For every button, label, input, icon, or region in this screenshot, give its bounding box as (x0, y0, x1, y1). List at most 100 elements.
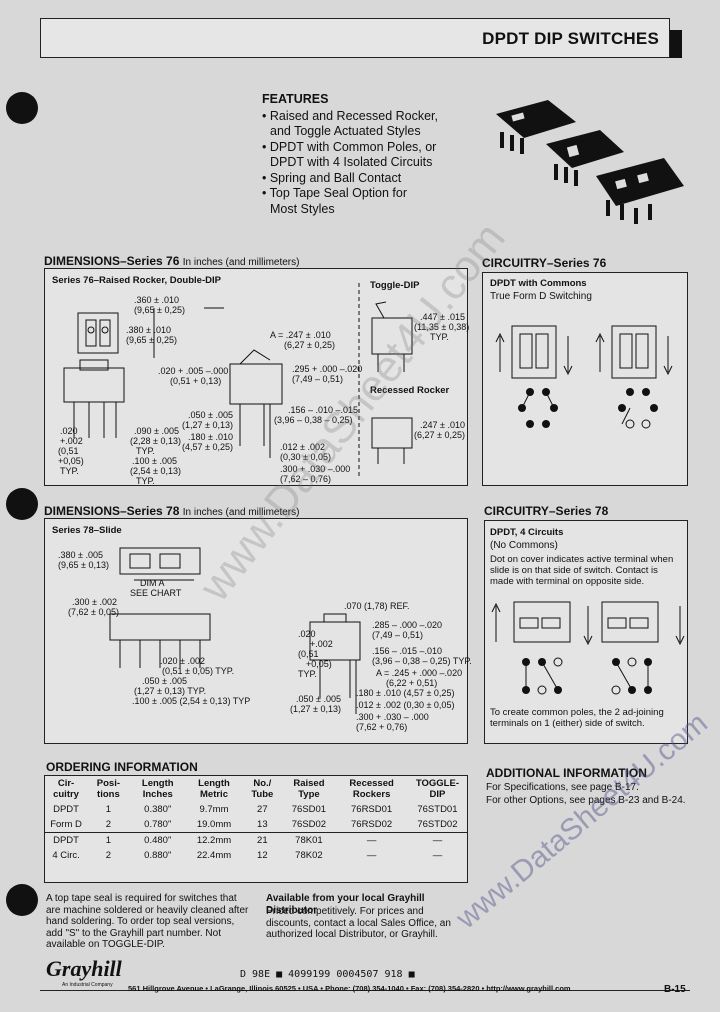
table-cell: DPDT (53, 835, 79, 846)
circ78-diagram (491, 601, 685, 695)
grayhill-logo: Grayhill (46, 956, 122, 981)
dim76-title-text: DIMENSIONS–Series 76 (44, 254, 180, 268)
feature-item: • Raised and Recessed Rocker, (262, 108, 438, 123)
dim-label: .285 – .000 –.020 (372, 620, 443, 630)
table-cell: 0.780" (144, 819, 172, 830)
table-cell: Form D (50, 819, 82, 830)
circ76-line1: DPDT with Commons (490, 278, 587, 289)
table-header-cell: TOGGLE-DIP (415, 778, 459, 800)
dim-label: (11,35 ± 0,38) (414, 322, 470, 332)
dim-label: .020 ± .002 (160, 656, 205, 666)
features-block: FEATURES • Raised and Recessed Rocker, a… (262, 92, 438, 217)
dim-label: .020 + .005 –.000 (158, 366, 229, 376)
dim-label: .020 (60, 426, 78, 436)
dim-label: (0,51 (58, 446, 79, 456)
dim-label: .156 – .015 –.010 (372, 646, 443, 656)
table-cell: 12 (257, 850, 268, 861)
feature-item: DPDT with 4 Isolated Circuits (270, 155, 433, 169)
dim78-title-text: DIMENSIONS–Series 78 (44, 504, 180, 518)
table-cell: 76STD01 (417, 804, 458, 815)
table-cell: — (432, 835, 443, 846)
dim-label: TYP. (136, 446, 155, 456)
table-header-cell: Cir-cuitry (53, 778, 79, 800)
dim-label: .070 (1,78) REF. (344, 601, 410, 611)
dim-label: .300 + .030 – .000 (356, 712, 429, 722)
feature-item: • Top Tape Seal Option for (262, 186, 407, 200)
table-header-cell: Recessed Rockers (349, 778, 394, 800)
table-header-row: Cir-cuitry Posi-tions Length Inches Leng… (45, 776, 467, 802)
dim-label: TYP. (430, 332, 449, 342)
table-cell: 19.0mm (196, 819, 232, 830)
table-cell: 12.2mm (196, 835, 232, 846)
dim-label: (7,49 – 0,51) (292, 374, 344, 384)
circ76-line2: True Form D Switching (490, 291, 592, 302)
table-cell: 13 (257, 819, 268, 830)
dim76-box (44, 268, 468, 486)
dim76-drawing (63, 283, 413, 478)
dim78-units: In inches (and millimeters) (182, 507, 300, 518)
dim-label: (2,28 ± 0,13) (130, 436, 181, 446)
product-photo (488, 92, 688, 242)
additional-line1: For Specifications, see page B-17. (486, 782, 639, 793)
circ78-note: To create common poles, the 2 ad-joining… (490, 707, 664, 729)
table-cell: 76RSD01 (351, 804, 393, 815)
dim-label: (6,22 + 0,51) (386, 678, 438, 688)
ordering-title: ORDERING INFORMATION (46, 760, 198, 774)
table-cell: 2 (105, 819, 112, 830)
footer-address: 561 Hillgrove Avenue • LaGrange, Illinoi… (128, 984, 571, 993)
dim-label: .380 ± .005 (58, 550, 103, 560)
circ78-title: CIRCUITRY–Series 78 (484, 504, 609, 518)
circ78-line1: DPDT, 4 Circuits (490, 527, 564, 538)
dim-label: (0,51 (298, 649, 319, 659)
dim-label: .295 + .000 –.020 (292, 364, 363, 374)
dim-label: (9,65 ± 0,25) (126, 335, 177, 345)
ordering-table: Cir-cuitry Posi-tions Length Inches Leng… (45, 776, 467, 863)
section-dot (6, 92, 38, 124)
dim-label: .180 ± .010 (188, 432, 233, 442)
page-title: DPDT DIP SWITCHES (482, 29, 659, 48)
recessed-rocker-label: Recessed Rocker (370, 385, 450, 396)
table-row: Form D 2 0.780" 19.0mm 13 76SD02 76RSD02… (45, 817, 467, 833)
table-cell: — (366, 850, 377, 861)
dim-label: (1,27 ± 0,13) (290, 704, 341, 714)
circ76-title: CIRCUITRY–Series 76 (482, 256, 607, 270)
grayhill-logo-sub: An Industrial Company (62, 982, 113, 988)
dim-label: .360 ± .010 (134, 295, 179, 305)
dim-label: .247 ± .010 (420, 420, 465, 430)
circ78-box (484, 520, 688, 744)
dim-label: .050 ± .005 (296, 694, 341, 704)
header-accent (670, 30, 682, 58)
table-header-cell: Length Inches (141, 778, 174, 800)
dim-label: (0,30 ± 0,05) (280, 452, 331, 462)
table-header-cell: No./ Tube (251, 778, 274, 800)
features-heading: FEATURES (262, 92, 329, 106)
additional-title: ADDITIONAL INFORMATION (486, 766, 647, 780)
dim76-subtitle: Series 76–Raised Rocker, Double-DIP (52, 275, 221, 286)
table-cell: 4 Circ. (52, 850, 80, 861)
dim-label: .447 ± .015 (420, 312, 465, 322)
dim-label: (0,51 ± 0,05) TYP. (162, 666, 235, 676)
circ78-desc: Dot on cover indicates active terminal w… (490, 554, 674, 587)
circ78-line2: (No Commons) (490, 540, 558, 551)
dim-label: TYP. (298, 669, 317, 679)
header-bar: DPDT DIP SWITCHES (40, 18, 670, 58)
dim78-subtitle: Series 78–Slide (52, 525, 122, 536)
table-cell: 78K01 (295, 835, 323, 846)
dim-label: (9,65 ± 0,25) (134, 305, 185, 315)
table-row: 4 Circ. 2 0.880" 22.4mm 12 78K02 — — (45, 848, 467, 863)
dim-label: (7,62 – 0,76) (280, 474, 332, 484)
dim-label: DIM A (140, 578, 165, 588)
table-cell: DPDT (53, 804, 79, 815)
dim-label: (3,96 – 0,38 – 0,25) (274, 415, 353, 425)
toggle-dip-label: Toggle-DIP (370, 280, 420, 291)
dim-label: +.002 (60, 436, 83, 446)
section-dot (6, 488, 38, 520)
dim-label: .100 ± .005 (132, 456, 177, 466)
dim-label: (1,27 ± 0,13) (182, 420, 233, 430)
dim-label: +.002 (310, 639, 333, 649)
dim-label: .050 ± .005 (188, 410, 233, 420)
table-header-cell: Length Metric (198, 778, 230, 800)
table-cell: 9.7mm (199, 804, 229, 815)
feature-item: • Spring and Ball Contact (262, 170, 402, 185)
additional-line2: For other Options, see pages B-23 and B-… (486, 795, 686, 806)
